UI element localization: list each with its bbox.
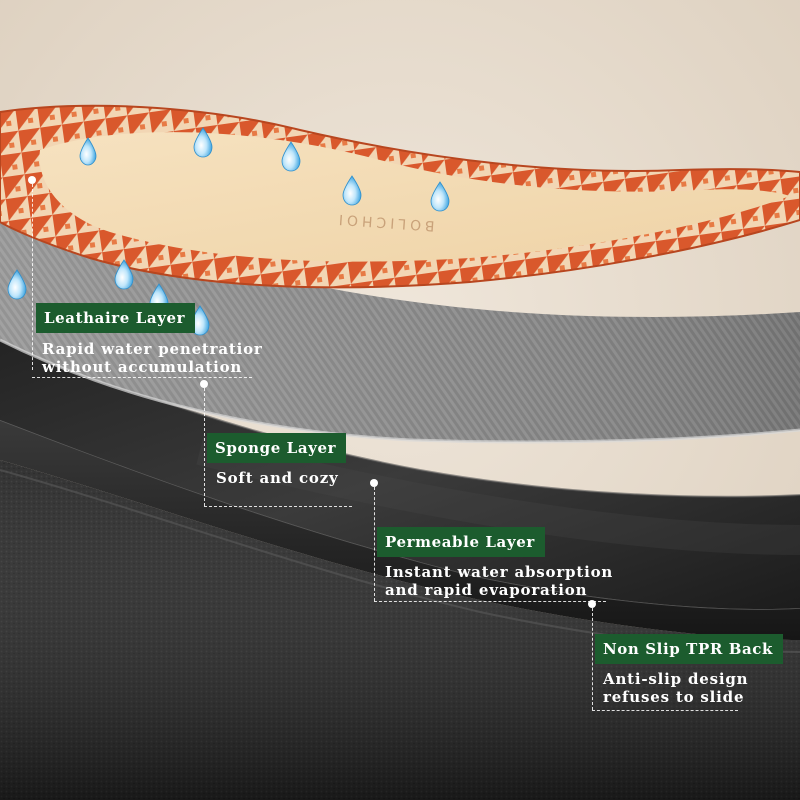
leathaire-desc-line-2: without accumulation (42, 358, 243, 376)
water-drop-icon (114, 259, 134, 290)
permeable-desc-line-1: Instant water absorption (385, 563, 614, 581)
tpr-back-layer (0, 460, 800, 800)
permeable-layer-label: Permeable Layer (377, 527, 545, 557)
leathaire-pointer-dot (28, 176, 36, 184)
leathaire-underline (32, 377, 252, 378)
sponge-underline (204, 506, 352, 507)
sponge-layer-description: Soft and cozy (216, 469, 339, 487)
brand-imprint: BOLICHOI (334, 211, 435, 234)
water-drop-icon (7, 269, 27, 300)
permeable-pointer-line (374, 487, 375, 601)
water-drop-icon (342, 175, 362, 206)
permeable-underline (374, 601, 606, 602)
sponge-desc-line-1: Soft and cozy (216, 469, 339, 487)
tpr-desc-line-2: refuses to slide (603, 688, 745, 706)
sponge-layer-label: Sponge Layer (207, 433, 347, 463)
tpr-pointer-line (592, 608, 593, 710)
water-drop-icon (79, 137, 97, 166)
water-drop-icon (430, 181, 450, 212)
permeable-layer-description: Instant water absorption and rapid evapo… (385, 563, 613, 599)
tpr-back-label: Non Slip TPR Back (595, 634, 784, 664)
leathaire-desc-line-1: Rapid water penetratior (42, 340, 263, 358)
tpr-back-description: Anti-slip design refuses to slide (603, 670, 748, 706)
sponge-pointer-dot (200, 380, 208, 388)
water-drops (7, 127, 450, 336)
sponge-pointer-line (204, 388, 205, 506)
tpr-underline (592, 710, 738, 711)
leathaire-pointer-line (32, 184, 33, 370)
permeable-pointer-dot (370, 479, 378, 487)
water-drop-icon (193, 127, 213, 158)
leathaire-layer-description: Rapid water penetratior without accumula… (42, 340, 263, 376)
tpr-desc-line-1: Anti-slip design (603, 670, 749, 688)
leathaire-layer-label: Leathaire Layer (36, 303, 196, 333)
water-drop-icon (281, 141, 301, 172)
tpr-pointer-dot (588, 600, 596, 608)
permeable-desc-line-2: and rapid evaporation (385, 581, 588, 599)
